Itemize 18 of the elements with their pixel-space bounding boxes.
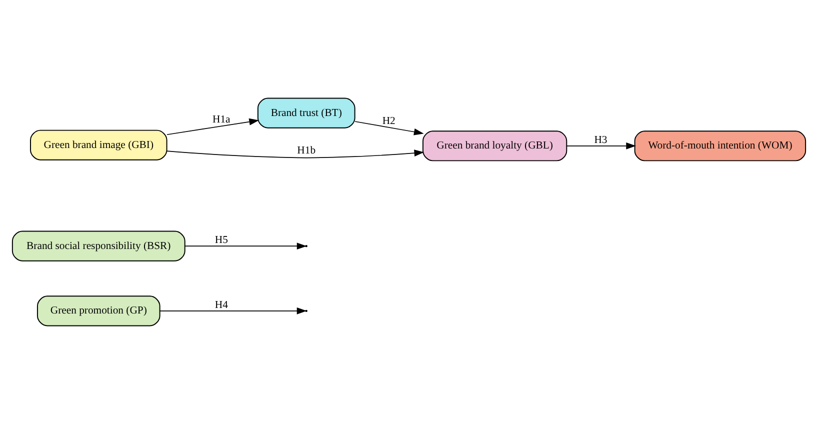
edge-label: H1a xyxy=(212,113,230,126)
edge-label: H4 xyxy=(214,298,228,311)
node-box: Brand trust (BT) xyxy=(257,98,356,128)
arrow xyxy=(566,142,636,150)
node-box: Green brand image (GBI) xyxy=(30,130,168,160)
edge-label: H1b xyxy=(297,144,316,157)
edge-label: H3 xyxy=(594,134,608,146)
arrow xyxy=(166,118,260,135)
arrow xyxy=(354,121,424,136)
node-box: Green promotion (GP) xyxy=(36,296,160,326)
node-box: Brand social responsibility (BSR) xyxy=(12,230,186,262)
arrow xyxy=(166,150,424,158)
node-box: Green brand loyalty (GBL) xyxy=(422,130,568,162)
arrow xyxy=(160,307,307,314)
arrow xyxy=(184,242,307,250)
edge-label: H5 xyxy=(214,234,228,246)
edge-label: H2 xyxy=(382,115,396,128)
node-box: Word-of-mouth intention (WOM) xyxy=(634,130,806,162)
